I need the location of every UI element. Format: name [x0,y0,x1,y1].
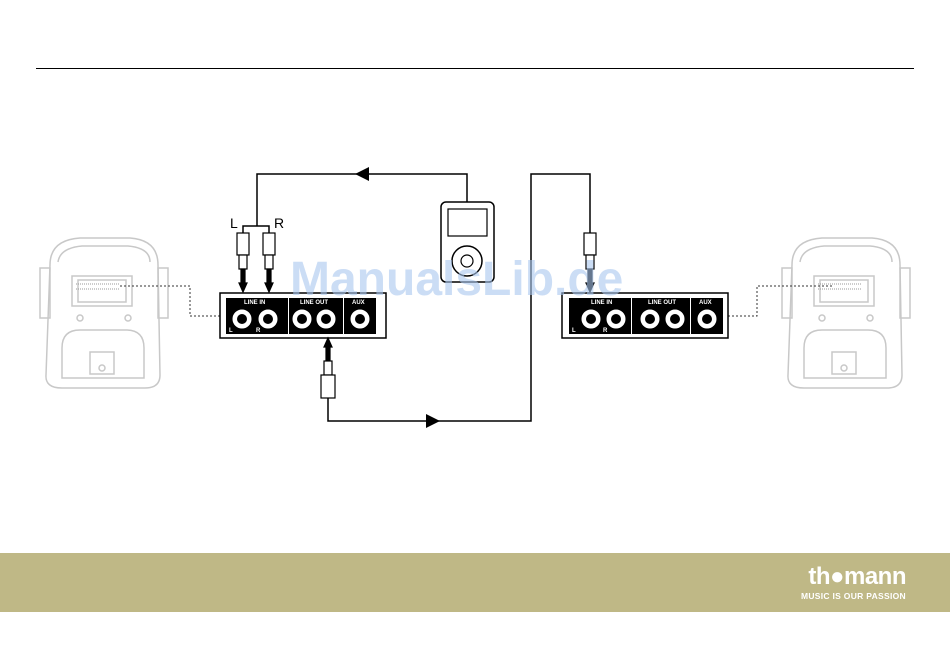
cable-label-r: R [274,215,284,231]
arrow-left-icon [355,167,369,181]
mixer-left-line-in-label: LINE IN [244,300,265,306]
dashed-link-right [728,286,832,316]
plug-left-r [263,233,275,292]
speaker-right-grille [818,284,862,289]
mixer-right-line-out-label: LINE OUT [648,300,676,306]
speaker-left-grille [76,284,120,289]
mixer-left-ch-r: R [256,328,261,334]
mixer-left-ch-l: L [229,328,233,334]
speaker-left [40,238,168,388]
brand-tagline: MUSIC IS OUR PASSION [801,591,906,601]
brand-name: th●mann [801,565,906,589]
footer-bar: th●mann MUSIC IS OUR PASSION [0,553,950,612]
plug-line-out [321,338,335,398]
speaker-right [782,238,910,388]
watermark: ManualsLib.de [290,252,623,307]
arrow-right-icon [426,414,440,428]
mixer-right-ch-r: R [603,328,608,334]
mixer-right-aux-label: AUX [699,300,712,306]
plug-left-l [237,233,249,292]
cable-label-l: L [230,215,238,231]
mixer-right-ch-l: L [572,328,576,334]
dashed-link-left [120,286,220,316]
brand-logo: th●mann MUSIC IS OUR PASSION [801,565,906,601]
